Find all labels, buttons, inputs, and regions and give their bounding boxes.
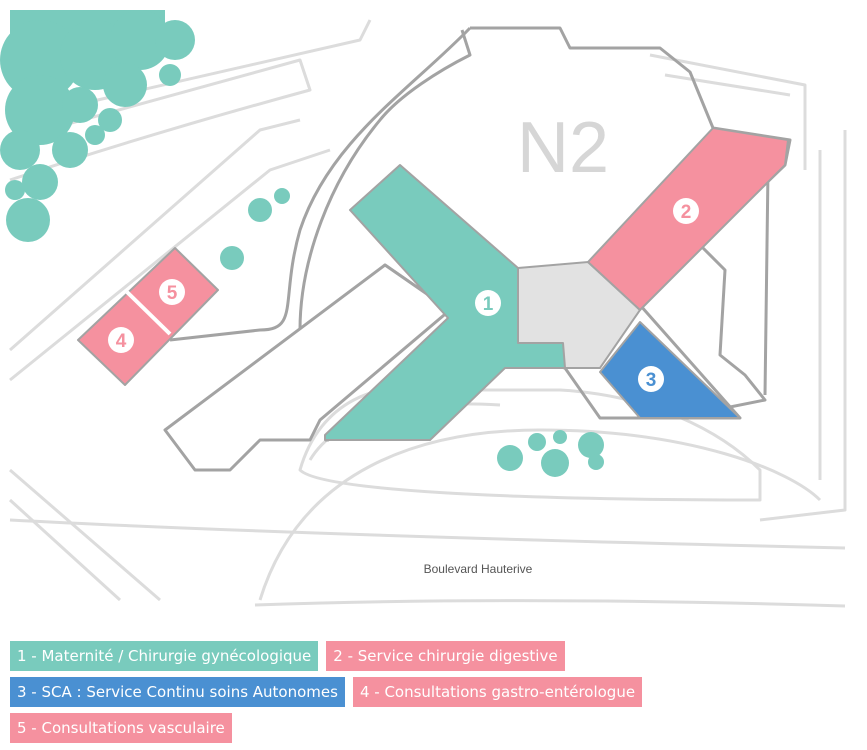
zone-5-number: 5: [167, 283, 178, 304]
zone-1-badge: [475, 290, 501, 316]
main-building-outer-ring: [298, 29, 472, 342]
legend-row: 1 - Maternité / Chirurgie gynécologique …: [10, 641, 860, 671]
legend-item-zone-5[interactable]: 5 - Consultations vasculaire: [10, 713, 232, 743]
street-boulevard-line-north: [9, 518, 846, 550]
road-outline-east-2: [664, 73, 791, 97]
road-outline-south-west-2: [8, 498, 122, 602]
zone-4-5-building[interactable]: [77, 247, 219, 386]
legend-item-zone-3[interactable]: 3 - SCA : Service Continu soins Autonome…: [10, 677, 345, 707]
annex-building-outline: [163, 263, 452, 472]
zone-4-badge: [108, 327, 134, 353]
legend-row: 3 - SCA : Service Continu soins Autonome…: [10, 677, 860, 707]
zone-2-badge: [673, 198, 699, 224]
zone-3-sca[interactable]: [599, 321, 741, 419]
east-wing-outline: [698, 243, 767, 412]
road-outline-east: [649, 53, 807, 170]
building-label-n2: N2: [517, 108, 609, 188]
zone-3-number: 3: [646, 370, 657, 391]
zone-1-maternite[interactable]: [324, 164, 566, 441]
legend-row: 5 - Consultations vasculaire: [10, 713, 860, 743]
road-outline-east-edge: [759, 130, 847, 522]
road-outline-diagonal: [9, 118, 301, 352]
vegetation-top-left: [0, 10, 195, 242]
map-legend: 1 - Maternité / Chirurgie gynécologique …: [10, 641, 860, 749]
legend-item-zone-4[interactable]: 4 - Consultations gastro-entérologue: [352, 677, 643, 707]
hospital-site-map: N2: [0, 10, 847, 608]
zone-3-badge: [638, 366, 664, 392]
zone-4-5-divider: [125, 290, 172, 336]
street-label: Boulevard Hauterive: [424, 562, 533, 576]
road-outline-south-loop: [258, 428, 822, 601]
vegetation-path: [220, 188, 290, 270]
vegetation-parking-island: [497, 430, 604, 477]
zone-5-badge: [159, 279, 185, 305]
zone-number-badges: 1 2 3 4 5: [108, 198, 699, 392]
zone-2-number: 2: [681, 202, 692, 223]
zone-1-number: 1: [483, 294, 494, 315]
road-outline-diagonal-2: [9, 148, 331, 382]
road-outline-south-west: [9, 468, 161, 602]
zone-4-number: 4: [116, 331, 127, 352]
street-boulevard-line-south: [254, 599, 846, 608]
legend-item-zone-1[interactable]: 1 - Maternité / Chirurgie gynécologique: [10, 641, 319, 671]
legend-item-zone-2[interactable]: 2 - Service chirurgie digestive: [326, 641, 565, 671]
